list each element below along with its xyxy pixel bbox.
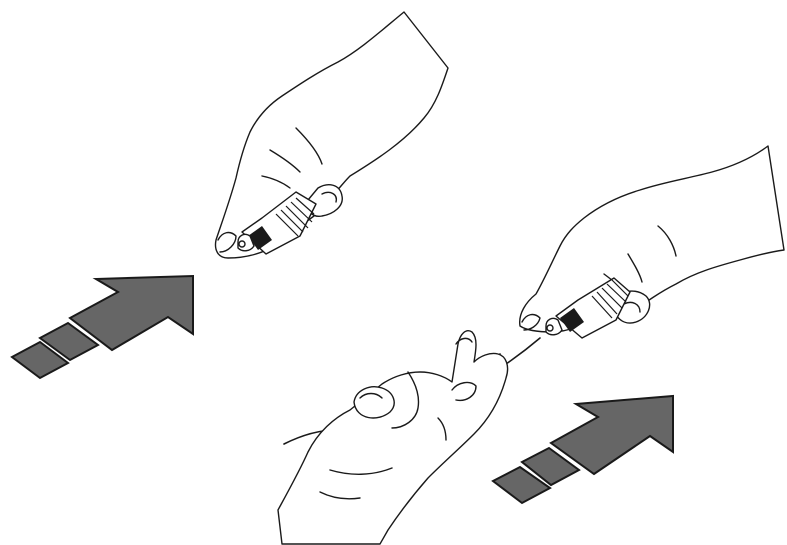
bottom-hand-nail-2 [451,381,477,402]
top-connector [237,191,317,255]
bottom-hand-outline [277,330,509,545]
bottom-hand-crease-3 [437,417,447,441]
right-connector-rib-2 [596,291,618,315]
bottom-hand-thumb [353,386,395,419]
top-hand-outline [214,11,449,259]
top-connector-rib-2 [280,209,304,233]
bottom-hand-nail-1 [455,337,473,345]
top-connector-ferrule-tip [238,240,246,248]
arrow-right-group [491,394,674,505]
top-connector-rib-1 [275,213,299,237]
top-connector-rib-4 [290,201,313,223]
bottom-hand-thumb-nail [359,392,383,399]
arrow-up-right-icon [549,394,674,476]
right-connector [545,277,631,339]
arrow-right-stripe-2 [520,446,581,487]
bottom-open-hand [277,330,509,545]
right-connector-nose [560,308,584,332]
top-hand-crease-1 [295,127,323,165]
top-hand-thumb-nail [321,191,337,203]
bottom-hand-crease-2 [319,491,361,500]
right-hand-nail [521,313,541,331]
right-connector-ferrule-tip [546,324,554,332]
right-connector-rib-4 [606,283,627,303]
right-hand-outline [519,145,785,333]
arrow-up-right-icon [68,274,194,352]
right-hand-crease-3 [657,225,677,257]
top-hand-crease-3 [261,175,291,189]
right-hand-crease-1 [627,253,643,283]
top-hand-with-connector [214,11,449,259]
arrow-left-stripe-2 [38,321,100,362]
right-connector-rib-3 [601,287,623,309]
right-connector-rib-1 [591,295,613,319]
right-hand-thumb-nail [623,301,641,313]
bottom-hand-crease-1 [329,467,393,475]
top-hand-crease-2 [269,149,301,173]
right-hand-with-connector [519,145,785,339]
bottom-hand-curled-finger [391,371,420,429]
top-connector-rib-5 [295,197,315,215]
top-connector-nose [248,226,272,250]
arrow-right-stripe-1 [491,465,552,505]
arrow-left-group [10,274,194,380]
top-connector-rib-3 [285,205,309,229]
right-connector-rib-5 [611,279,629,297]
arrow-left-stripe-1 [10,340,70,380]
top-hand-nail [217,231,237,253]
